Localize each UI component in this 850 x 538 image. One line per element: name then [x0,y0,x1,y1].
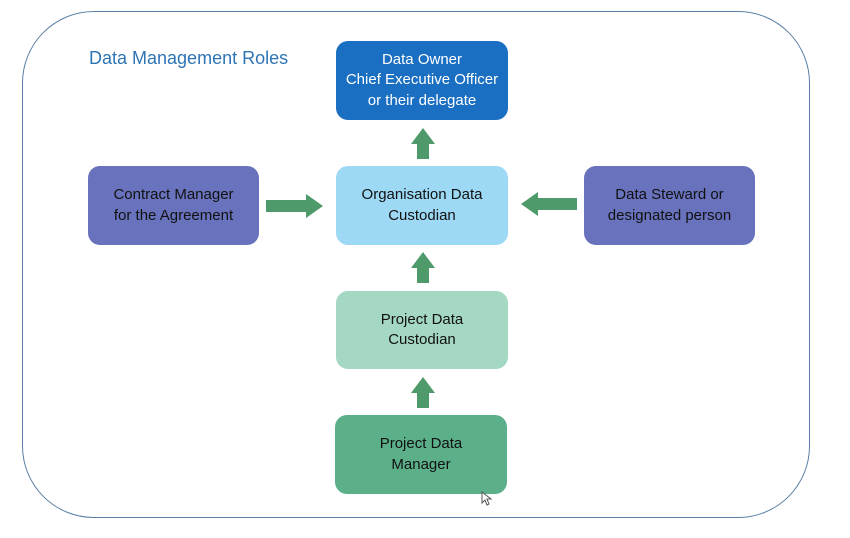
arrow-up-icon [411,252,435,283]
arrow-up-icon [411,128,435,159]
node-organisation-data-custodian: Organisation Data Custodian [336,166,508,245]
node-project-data-manager: Project Data Manager [335,415,507,494]
arrow-up-icon [411,377,435,408]
mouse-cursor-icon [481,491,493,506]
diagram-frame [22,11,810,518]
node-data-steward-line-2: designated person [607,206,732,224]
node-project-custodian-line-1: Project Data [380,310,464,328]
node-data-owner-line-2: Chief Executive Officer [345,71,499,89]
node-contract-manager-line-2: for the Agreement [113,206,234,224]
node-contract-manager: Contract Manager for the Agreement [88,166,259,245]
node-data-owner: Data Owner Chief Executive Officer or th… [336,41,508,120]
node-data-steward-line-1: Data Steward or [615,186,724,203]
node-contract-manager-line-1: Contract Manager [113,186,234,203]
node-data-steward: Data Steward or designated person [584,166,755,245]
node-project-data-custodian: Project Data Custodian [336,291,508,369]
node-project-custodian-line-2: Custodian [388,331,456,348]
arrow-left-icon [521,192,577,216]
arrow-right-icon [266,194,323,218]
node-project-manager-line-2: Manager [391,455,451,473]
node-organisation-custodian-line-2: Custodian [388,206,456,224]
node-organisation-custodian-line-1: Organisation Data [361,186,483,203]
node-data-owner-line-3: or their delegate [367,91,477,109]
node-data-owner-line-1: Data Owner [381,50,463,68]
diagram-title: Data Management Roles [89,48,289,68]
node-project-manager-line-1: Project Data [379,435,463,452]
